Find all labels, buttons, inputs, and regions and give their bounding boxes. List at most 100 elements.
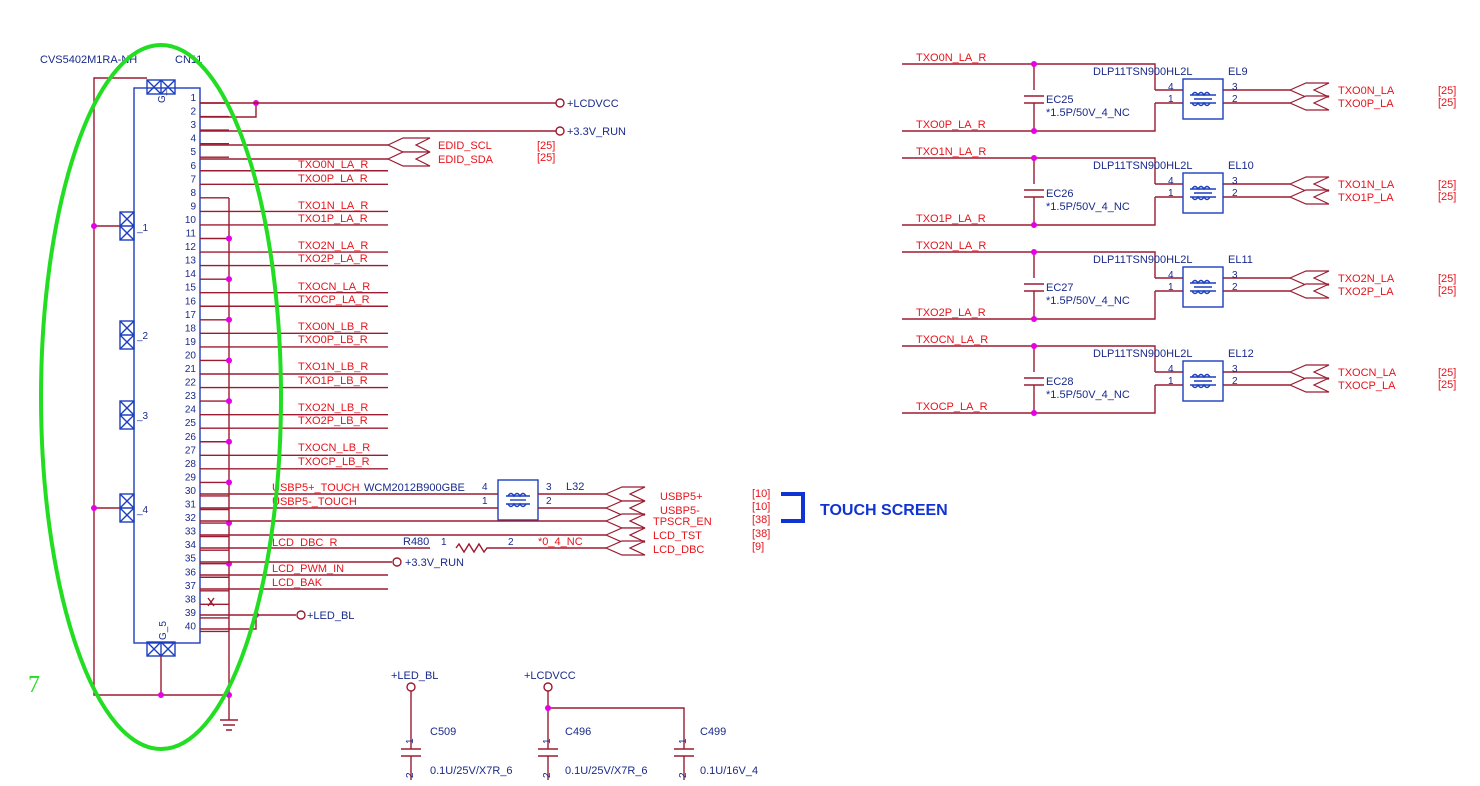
mount-label-3: _3	[136, 411, 149, 422]
resistor-ref: R480	[403, 536, 429, 548]
pin-number: 38	[185, 594, 197, 605]
filter-out-wires	[1223, 277, 1290, 292]
mount-pad-3	[119, 400, 135, 430]
filter-pin-2: 2	[1232, 188, 1238, 199]
net-label-p22: TXO1P_LB_R	[298, 375, 368, 387]
pin-number: 26	[185, 432, 197, 443]
filter-out-p-label: TXO2P_LA	[1338, 286, 1394, 298]
filter-in-n-label: TXO1N_LA_R	[916, 146, 986, 158]
ground-symbol	[220, 719, 238, 731]
connector-ref: CN11	[175, 54, 202, 66]
led-bl-label: +LED_BL	[307, 610, 354, 622]
lcdvcc-rail: +LCDVCC	[200, 98, 619, 110]
filter-out-p-label: TXO0P_LA	[1338, 98, 1394, 110]
edid-scl-label: EDID_SCL	[438, 140, 492, 152]
choke-ref: L32	[566, 481, 584, 493]
mount-label-2: _2	[136, 331, 149, 342]
pin-number: 1	[190, 93, 196, 104]
pin-number: 18	[185, 323, 197, 334]
net-tag	[1288, 176, 1330, 192]
filter-pin-wires	[1155, 183, 1183, 198]
pin-number: 20	[185, 350, 197, 361]
net-label-p25: TXO2P_LB_R	[298, 415, 368, 427]
net-tag	[1288, 364, 1330, 380]
net-label-p27: TXOCN_LB_R	[298, 442, 370, 454]
filter-cap-value: *1.5P/50V_4_NC	[1046, 107, 1130, 119]
net-label-p31: USBP5-_TOUCH	[272, 496, 357, 508]
filter-coil	[1190, 91, 1216, 107]
edid-scl-ref: [25]	[537, 140, 555, 152]
filter-out-wires	[1223, 183, 1290, 198]
filter-part: DLP11TSN900HL2L	[1093, 348, 1192, 360]
filter-cap-value: *1.5P/50V_4_NC	[1046, 295, 1130, 307]
net-label-p21: TXO1N_LB_R	[298, 361, 368, 373]
usbp5p-ref: [10]	[752, 488, 770, 500]
lcdvcc-label: +LCDVCC	[567, 98, 619, 110]
lcd-dbc-ref: [9]	[752, 541, 764, 553]
resistor-pin-1: 1	[441, 537, 447, 548]
cap-c496: +LCDVCC C496 1 2 0.1U/25V/X7R_6	[524, 670, 694, 780]
filter-ref: EL10	[1228, 160, 1254, 172]
filter-pin-1: 1	[1168, 376, 1174, 387]
filter-out-n-label: TXOCN_LA	[1338, 367, 1397, 379]
junction	[1031, 249, 1037, 255]
filter-in-p-label: TXO1P_LA_R	[916, 213, 986, 225]
filter-cap-ref: EC27	[1046, 282, 1074, 294]
c496-rail: +LCDVCC	[524, 670, 576, 682]
filter-ref: EL11	[1228, 254, 1253, 266]
usbp5p-label: USBP5+	[660, 491, 703, 503]
connector-part-number: CVS5402M1RA-NH	[40, 54, 137, 66]
c509-pin-1: 1	[405, 738, 416, 744]
control-nets: LCD_DBC_R R480 1 2 *0_4_NC TPSCR_EN LCD_…	[200, 513, 770, 556]
filter-pin-4: 4	[1168, 82, 1174, 93]
ground-tap-junction	[226, 479, 232, 486]
mount-pad-4	[119, 493, 135, 523]
run33-rail: +3.3V_RUN	[200, 126, 626, 138]
pin-number: 9	[190, 201, 196, 212]
connector-pins: 1234567891011121314151617181920212223242…	[185, 93, 229, 632]
choke-part: WCM2012B900GBE	[364, 482, 465, 494]
filter-pin-1: 1	[1168, 188, 1174, 199]
pin-number: 2	[190, 107, 196, 118]
filter-cap-plates	[1024, 95, 1044, 110]
net-tag	[1288, 283, 1330, 299]
pin-number: 6	[190, 161, 196, 172]
filter-pin-2: 2	[1232, 376, 1238, 387]
filter-pin-wires	[1155, 89, 1183, 104]
net-label-p34: LCD_DBC_R	[272, 537, 337, 549]
filter-body	[1182, 266, 1224, 308]
pin-number: 19	[185, 337, 197, 348]
filter-cap-plates	[1024, 189, 1044, 204]
lcd-tst-label: LCD_TST	[653, 530, 702, 542]
pin-number: 36	[185, 567, 197, 578]
touch-screen-label: TOUCH SCREEN	[820, 502, 948, 519]
c509-ref: C509	[430, 726, 456, 738]
lcd-dbc-label: LCD_DBC	[653, 544, 704, 556]
annotation-number: 7	[28, 672, 40, 698]
filter-cap-ref: EC25	[1046, 94, 1074, 106]
filter-pin-3: 3	[1232, 82, 1238, 93]
connector-cn11: CVS5402M1RA-NH CN11 12345678910111213141…	[40, 54, 229, 657]
filter-ref: EL12	[1228, 348, 1254, 360]
pin-number: 35	[185, 554, 197, 565]
filter-in-n-label: TXOCN_LA_R	[916, 334, 988, 346]
pin-number: 15	[185, 283, 197, 294]
junction	[1031, 316, 1037, 322]
c496-value: 0.1U/25V/X7R_6	[565, 765, 648, 777]
filter-out-p-label: TXO1P_LA	[1338, 192, 1394, 204]
filter-ref-n: [25]	[1438, 85, 1456, 97]
filter-out-n-label: TXO2N_LA	[1338, 273, 1395, 285]
filter-pin-3: 3	[1232, 270, 1238, 281]
touch-bracket	[781, 492, 805, 523]
net-label-p7: TXO0P_LA_R	[298, 173, 368, 185]
mount-pad-bottom	[146, 641, 176, 657]
pin-number: 28	[185, 459, 197, 470]
pin-number: 16	[185, 296, 197, 307]
pin-number: 39	[185, 608, 197, 619]
filter-in-n-label: TXO2N_LA_R	[916, 240, 986, 252]
